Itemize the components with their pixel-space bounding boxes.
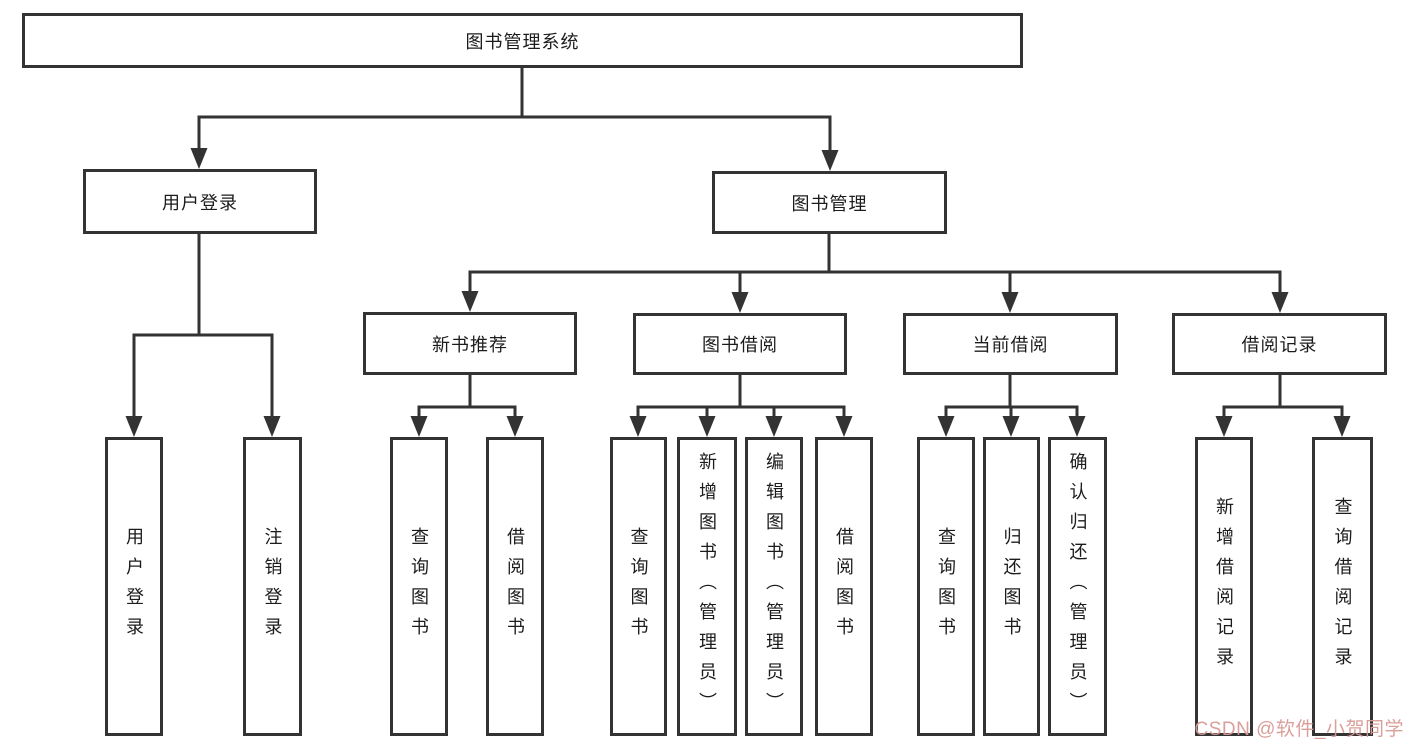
node-label: 借阅图书 xyxy=(505,526,525,647)
node-label: 当前借阅 xyxy=(972,335,1049,355)
connector-newbook-subtree xyxy=(417,375,517,420)
leaf-current-query-books: 查询图书 xyxy=(917,437,975,736)
node-label: 查询图书 xyxy=(628,526,649,647)
node-label: 新增图书（管理员） xyxy=(697,451,717,722)
leaf-user-login: 用户登录 xyxy=(105,437,163,736)
csdn-watermark: CSDN @软件_小贺同学 xyxy=(1194,719,1404,740)
connector-borrow-subtree xyxy=(636,375,846,420)
connector-user-subtree xyxy=(132,234,274,420)
leaf-newbook-borrow-books: 借阅图书 xyxy=(486,437,544,736)
node-label: 图书借阅 xyxy=(702,335,778,355)
node-label: 查询借阅记录 xyxy=(1332,496,1353,677)
connector-current-subtree xyxy=(944,375,1079,420)
leaf-current-confirm-return-admin: 确认归还（管理员） xyxy=(1048,437,1107,736)
node-label: 新书推荐 xyxy=(432,334,508,355)
node-new-book-recommend: 新书推荐 xyxy=(363,312,577,375)
node-book-borrow: 图书借阅 xyxy=(633,313,847,375)
node-label: 确认归还（管理员） xyxy=(1067,451,1088,722)
leaf-records-add-record: 新增借阅记录 xyxy=(1195,437,1253,736)
node-label: 借阅图书 xyxy=(834,526,854,647)
leaf-borrow-edit-books-admin: 编辑图书（管理员） xyxy=(745,437,803,736)
connector-record-subtree xyxy=(1222,375,1344,420)
connector-mgmt-level3 xyxy=(468,234,1282,296)
leaf-borrow-query-books: 查询图书 xyxy=(610,437,667,736)
node-label: 归还图书 xyxy=(1001,526,1022,647)
node-label: 借阅记录 xyxy=(1241,335,1318,355)
leaf-newbook-query-books: 查询图书 xyxy=(390,437,448,736)
node-book-management: 图书管理 xyxy=(712,171,947,234)
node-label: 用户登录 xyxy=(162,192,238,213)
node-borrow-records: 借阅记录 xyxy=(1172,313,1387,375)
node-label: 图书管理系统 xyxy=(465,31,580,52)
node-label: 注销登录 xyxy=(262,526,283,647)
node-label: 查询图书 xyxy=(409,526,429,647)
node-current-borrow: 当前借阅 xyxy=(903,313,1118,375)
leaf-logout: 注销登录 xyxy=(243,437,302,736)
node-root-system: 图书管理系统 xyxy=(22,13,1023,68)
connector-root-level2 xyxy=(197,68,832,154)
leaf-current-return-books: 归还图书 xyxy=(983,437,1040,736)
node-label: 查询图书 xyxy=(936,526,956,647)
node-label: 用户登录 xyxy=(124,526,144,647)
node-label: 编辑图书（管理员） xyxy=(764,451,784,722)
node-label: 图书管理 xyxy=(791,193,868,214)
node-user-login: 用户登录 xyxy=(83,169,317,234)
leaf-borrow-borrow-books: 借阅图书 xyxy=(815,437,873,736)
leaf-records-query-record: 查询借阅记录 xyxy=(1312,437,1373,736)
node-label: 新增借阅记录 xyxy=(1214,496,1234,677)
leaf-borrow-add-books-admin: 新增图书（管理员） xyxy=(677,437,737,736)
